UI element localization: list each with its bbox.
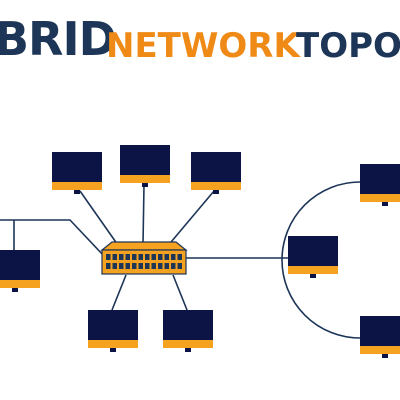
switch-port xyxy=(138,263,143,269)
computer-ring-top xyxy=(360,164,400,206)
link-ring-arc xyxy=(281,181,361,339)
switch-port xyxy=(151,254,156,260)
computer-left xyxy=(0,250,40,292)
link-switch-bottom-right xyxy=(172,274,188,311)
computer-bottom-right xyxy=(163,310,213,352)
title-part-network: NETWORK xyxy=(106,26,300,66)
page-title: BRID NETWORK TOPOL xyxy=(0,12,400,82)
computer-top-left xyxy=(52,152,102,194)
switch-port xyxy=(119,254,124,260)
computer-ring-bottom xyxy=(360,316,400,358)
switch-port xyxy=(112,263,117,269)
switch-port xyxy=(106,263,111,269)
switch-port xyxy=(151,263,156,269)
switch-port xyxy=(145,263,150,269)
link-switch-top-right xyxy=(165,190,215,249)
computer-top-center xyxy=(120,145,170,187)
switch-port xyxy=(177,254,182,260)
link-switch-top-left xyxy=(79,190,121,249)
link-switch-bottom-left xyxy=(111,274,127,311)
computer-hub xyxy=(288,236,338,278)
switch-port xyxy=(171,263,176,269)
switch-port xyxy=(177,263,182,269)
title-part-topology: TOPOL xyxy=(296,26,400,66)
switch-port xyxy=(125,254,130,260)
switch-port xyxy=(132,263,137,269)
switch-port xyxy=(112,254,117,260)
switch-port xyxy=(164,254,169,260)
title-part-hybrid: BRID xyxy=(0,12,117,66)
switch-port xyxy=(145,254,150,260)
switch-port xyxy=(119,263,124,269)
link-switch-top-center xyxy=(142,184,145,245)
network-switch-icon xyxy=(100,241,188,275)
switch-port xyxy=(164,263,169,269)
switch-port xyxy=(132,254,137,260)
switch-port xyxy=(106,254,111,260)
switch-port xyxy=(125,263,130,269)
switch-port xyxy=(158,254,163,260)
connection-lines xyxy=(0,181,361,339)
computer-top-right xyxy=(191,152,241,194)
switch-port xyxy=(171,254,176,260)
switch-port xyxy=(138,254,143,260)
switch-port xyxy=(158,263,163,269)
link-switch-left xyxy=(0,219,105,257)
computer-bottom-left xyxy=(88,310,138,352)
